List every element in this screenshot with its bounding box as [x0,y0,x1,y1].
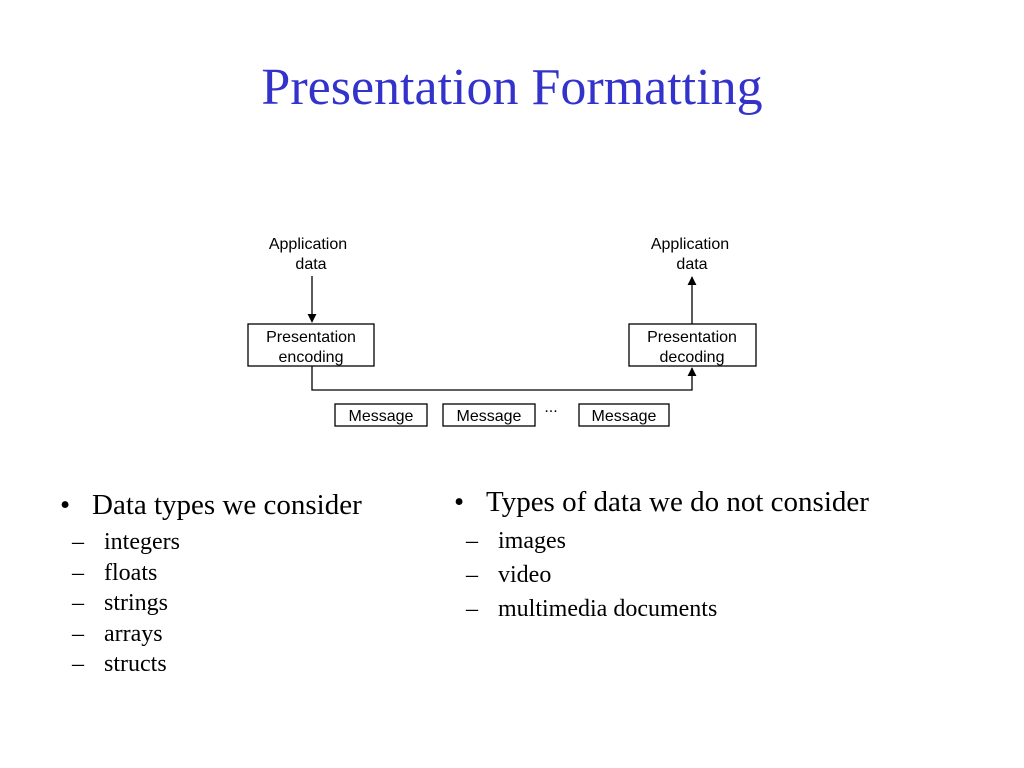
message-label-2: Message [457,408,522,425]
message-label-1: Message [349,408,414,425]
dash-glyph: – [72,651,84,678]
not-considered-types-column: • Types of data we do not consider –imag… [454,484,994,626]
list-item-text: floats [104,559,158,586]
list-item-text: multimedia documents [498,596,718,623]
not-considered-types-list: –images –video –multimedia documents [454,524,994,626]
list-item-text: strings [104,590,169,617]
network-connector [311,366,697,391]
considered-types-bullet: • Data types we consider [60,487,440,523]
list-item-text: arrays [104,620,163,647]
encoding-box-line2: encoding [279,349,344,366]
message-box-3 [578,403,670,427]
list-item: –video [454,558,994,592]
dash-glyph: – [72,590,84,617]
list-item: –arrays [60,619,440,650]
dash-glyph: – [466,596,478,623]
bullet-glyph: • [60,489,71,521]
message-label-3: Message [592,408,657,425]
message-box-2 [442,403,536,427]
list-item-text: structs [104,651,167,678]
sender-app-data-label-line2: data [295,256,326,273]
list-item: –images [454,524,994,558]
list-item: –integers [60,527,440,558]
considered-types-column: • Data types we consider –integers –floa… [60,487,440,680]
presentation-encoding-box [247,323,375,367]
considered-types-list: –integers –floats –strings –arrays –stru… [60,527,440,680]
bullet-glyph: • [454,486,465,518]
message-ellipsis: ... [544,399,557,416]
dash-glyph: – [466,562,478,589]
considered-types-heading: Data types we consider [92,489,362,521]
list-item: –strings [60,588,440,619]
decoding-box-line2: decoding [660,349,725,366]
not-considered-types-bullet: • Types of data we do not consider [454,484,994,520]
not-considered-types-heading: Types of data we do not consider [486,486,869,518]
dash-glyph: – [72,529,84,556]
sender-app-data-label-line1: Application [269,236,347,253]
list-item: –floats [60,558,440,589]
dash-glyph: – [72,620,84,647]
presentation-decoding-box [628,323,757,367]
dash-glyph: – [466,528,478,555]
decoding-box-line1: Presentation [647,329,737,346]
encoding-box-line1: Presentation [266,329,356,346]
slide-title: Presentation Formatting [261,59,763,116]
list-item-text: images [498,528,566,555]
receiver-app-data-label-line1: Application [651,236,729,253]
list-item-text: video [498,562,552,589]
list-item-text: integers [104,529,180,556]
dash-glyph: – [72,559,84,586]
list-item: –structs [60,649,440,680]
receiver-app-data-label-line2: data [676,256,707,273]
message-box-1 [334,403,428,427]
list-item: –multimedia documents [454,592,994,626]
